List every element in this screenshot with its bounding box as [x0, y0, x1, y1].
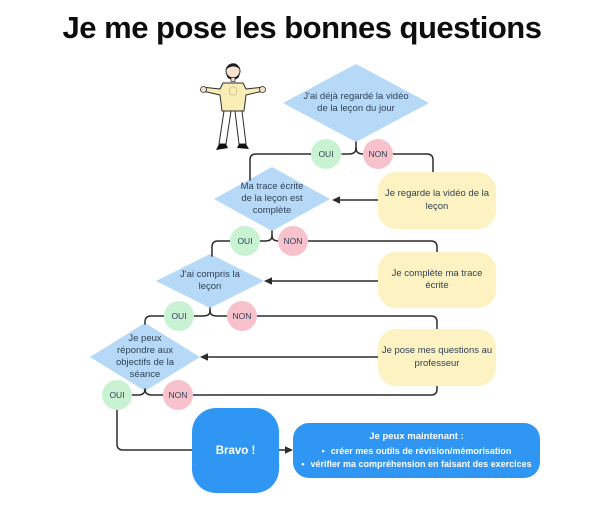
- decision-node-trace-ecrite: Ma trace écrite de la leçon est complète: [240, 181, 304, 216]
- decision-node-video: J'ai déjà regardé la vidéo de la leçon d…: [303, 91, 409, 114]
- action-node-completer-trace: Je complète ma trace écrite: [378, 252, 496, 308]
- person-illustration: [200, 63, 266, 150]
- action-node-questions-professeur: Je pose mes questions au professeur: [378, 329, 496, 386]
- decision-node-compris: J'ai compris la leçon: [180, 269, 240, 292]
- next-steps-bullet: • créer mes outils de révision/mémorisat…: [322, 445, 512, 457]
- page-title: Je me pose les bonnes questions: [62, 10, 542, 45]
- decision-node-objectifs: Je peux répondre aux objectifs de la séa…: [115, 333, 175, 380]
- bullet-icon: •: [301, 458, 305, 469]
- oui-badge-3: OUI: [164, 301, 194, 331]
- bullet-icon: •: [321, 445, 325, 456]
- success-node: Bravo !: [192, 408, 279, 493]
- arrowhead-to-decision-2: [332, 196, 340, 204]
- next-steps-bullet-label: créer mes outils de révision/mémorisatio…: [330, 445, 512, 456]
- oui-badge-4: OUI: [102, 380, 132, 410]
- oui-badge-2: OUI: [230, 226, 260, 256]
- non-badge-4: NON: [163, 380, 193, 410]
- next-steps-heading: Je peux maintenant :: [369, 431, 464, 443]
- arrowhead-to-next-steps: [285, 446, 293, 454]
- action-node-regarder-video: Je regarde la vidéo de la leçon: [378, 172, 496, 229]
- decision-diamond-shape-4: [90, 323, 200, 391]
- non-badge-2: NON: [278, 226, 308, 256]
- next-steps-bullet: • vérifier ma compréhension en faisant d…: [301, 458, 531, 470]
- non-badge-3: NON: [227, 301, 257, 331]
- decision-diamond-shape-3: [156, 254, 264, 308]
- next-steps-node: Je peux maintenant : • créer mes outils …: [293, 423, 540, 478]
- decision-diamond-shape-2: [214, 167, 330, 231]
- non-badge-1: NON: [363, 139, 393, 169]
- arrowhead-to-decision-3: [264, 277, 272, 285]
- arrowhead-to-decision-4: [200, 353, 208, 361]
- oui-badge-1: OUI: [311, 139, 341, 169]
- decision-diamond-shape-1: [283, 64, 429, 142]
- next-steps-bullet-label: vérifier ma compréhension en faisant des…: [310, 458, 532, 469]
